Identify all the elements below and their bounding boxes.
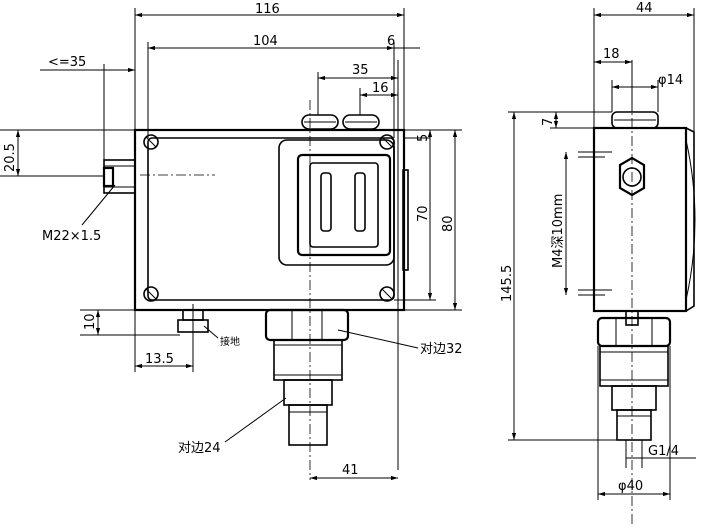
hex-nut-32 xyxy=(264,308,350,342)
dim-edge-offset: 6 xyxy=(387,34,395,49)
label-hex-bottom: 对边24 xyxy=(178,441,221,456)
dim-overall-width: 116 xyxy=(255,2,280,17)
side-view xyxy=(578,100,696,525)
dim-side-overall-height: 145.5 xyxy=(500,265,515,302)
dim-top-margin: 5 xyxy=(416,134,431,142)
pressure-port xyxy=(273,339,343,446)
dim-body-width: 104 xyxy=(253,34,278,49)
front-labels: M22×1.5 接地 对边32 对边24 xyxy=(42,184,463,456)
corner-screws xyxy=(143,134,395,302)
dim-overall-height: 80 xyxy=(441,215,456,232)
dim-knob-span: 35 xyxy=(352,63,369,78)
dim-bracket-height: 10 xyxy=(83,313,98,330)
side-hex-nut xyxy=(596,316,672,348)
switch-window-outer xyxy=(278,139,395,266)
switch-window xyxy=(296,153,392,257)
front-view xyxy=(102,100,409,480)
dim-inner-height: 70 xyxy=(416,205,431,222)
switch-slot-left xyxy=(320,172,332,232)
switch-slot-right xyxy=(354,172,366,232)
label-ground: 接地 xyxy=(220,335,240,348)
adjust-knob-right xyxy=(342,114,380,130)
dim-cable-height: 20.5 xyxy=(3,143,18,172)
label-cable-thread: M22×1.5 xyxy=(42,229,101,244)
dim-side-mount-screw: M4深10mm xyxy=(551,194,566,268)
housing-outer xyxy=(133,128,406,312)
dim-side-knob-offset: 18 xyxy=(603,47,620,62)
dim-port-offset: 41 xyxy=(342,463,359,478)
dim-knob-offset: 16 xyxy=(372,81,389,96)
dim-side-knob-height: 7 xyxy=(541,118,556,126)
dim-cable-limit: <=35 xyxy=(48,55,86,70)
side-pressure-port xyxy=(599,345,669,441)
side-body xyxy=(592,126,688,313)
cable-gland xyxy=(102,159,136,194)
dim-ground-offset: 13.5 xyxy=(145,352,174,367)
label-hex-top: 对边32 xyxy=(420,342,463,357)
side-dimensions: 44 18 φ14 7 145.5 M4深10mm G1/4 φ40 xyxy=(500,1,696,500)
housing-side-lip xyxy=(402,169,409,271)
ground-screw xyxy=(177,304,209,340)
side-cover xyxy=(685,127,695,312)
dim-side-pipe-thread: G1/4 xyxy=(648,444,679,459)
dim-side-knob-diameter: φ14 xyxy=(658,73,683,88)
adjust-knob-left xyxy=(301,114,339,130)
dim-side-depth: 44 xyxy=(636,1,653,16)
side-knob xyxy=(611,111,659,129)
dim-side-base-diameter: φ40 xyxy=(618,479,643,494)
front-dimensions: 116 104 6 <=35 35 16 20.5 5 70 xyxy=(0,2,462,481)
